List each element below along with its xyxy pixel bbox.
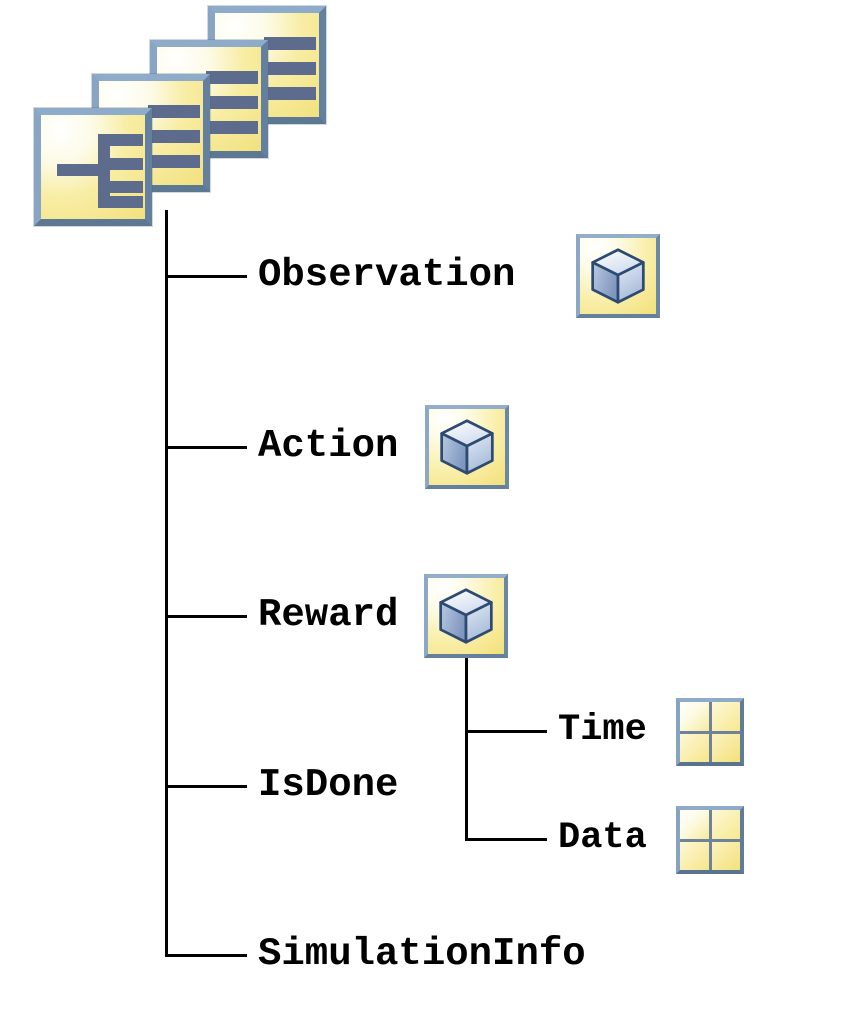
node-label-reward[interactable]: Reward: [258, 593, 399, 637]
tree-trunk-reward-children: [465, 658, 468, 841]
tree-branch-observation: [165, 275, 247, 278]
node-label-simulationinfo[interactable]: SimulationInfo: [258, 932, 586, 976]
bus-icon-layer-1: [34, 108, 152, 226]
matrix-cell: [711, 841, 740, 870]
action-cube-icon[interactable]: [425, 405, 509, 489]
data-matrix-icon[interactable]: [676, 806, 744, 874]
matrix-cell: [711, 702, 740, 731]
tree-branch-reward: [165, 615, 247, 618]
matrix-cell: [680, 702, 709, 731]
matrix-cell: [680, 841, 709, 870]
node-label-observation[interactable]: Observation: [258, 253, 516, 297]
tree-branch-time: [465, 730, 547, 733]
matrix-cell: [711, 733, 740, 762]
node-label-isdone[interactable]: IsDone: [258, 763, 399, 807]
tree-branch-isdone: [165, 785, 247, 788]
node-label-action[interactable]: Action: [258, 424, 399, 468]
reward-cube-icon[interactable]: [424, 574, 508, 658]
node-label-time[interactable]: Time: [558, 709, 647, 751]
matrix-cell: [711, 810, 740, 839]
tree-branch-action: [165, 446, 247, 449]
time-matrix-icon[interactable]: [676, 698, 744, 766]
tree-trunk-main: [165, 210, 168, 957]
tree-branch-simulationinfo: [165, 954, 247, 957]
matrix-cell: [680, 733, 709, 762]
node-label-data[interactable]: Data: [558, 817, 647, 859]
matrix-cell: [680, 810, 709, 839]
tree-branch-data: [465, 838, 547, 841]
observation-cube-icon[interactable]: [576, 234, 660, 318]
